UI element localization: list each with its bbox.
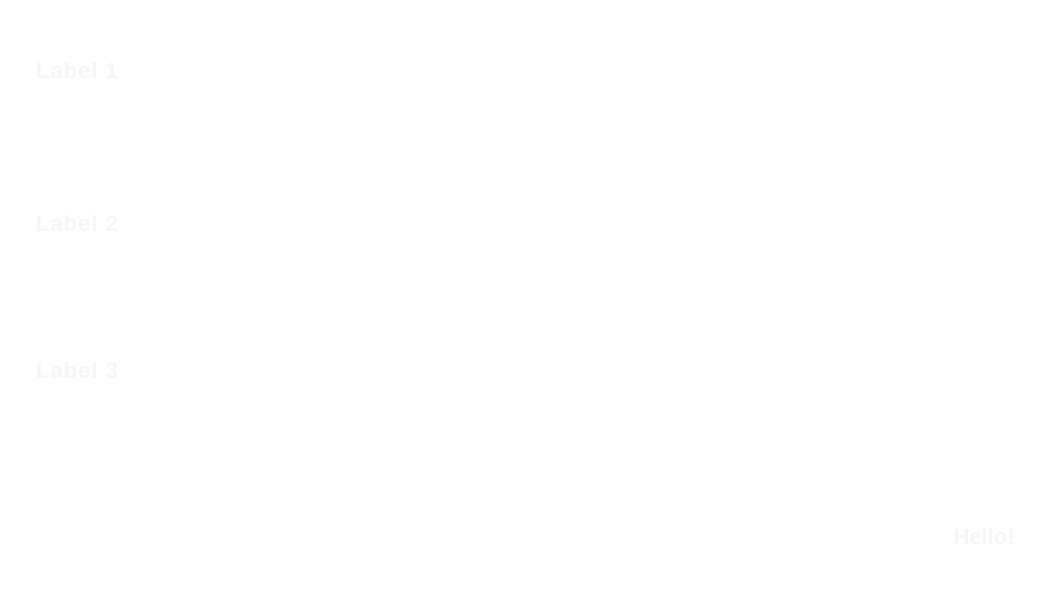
label-2: Label 2 <box>36 211 119 236</box>
hello-button[interactable]: Hello! <box>942 519 1026 555</box>
label-3: Label 3 <box>36 358 119 383</box>
label-1: Label 1 <box>36 58 119 83</box>
